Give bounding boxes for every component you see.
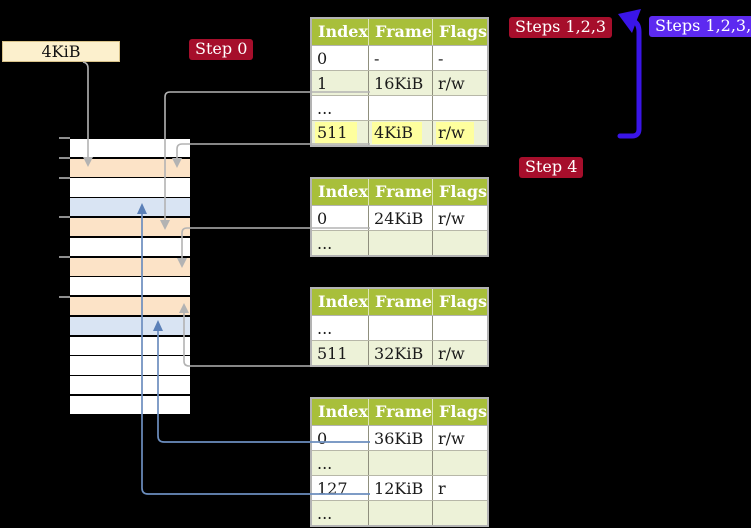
table-cell: -: [432, 45, 489, 71]
table-cell: ...: [311, 95, 370, 121]
table-cell: 0: [311, 425, 370, 451]
memory-offset-tick: [59, 176, 70, 179]
memory-frame-peach: [70, 297, 190, 316]
column-header: Frame: [368, 398, 434, 426]
table-cell: 24KiB: [368, 205, 434, 231]
memory-frame-peach: [70, 158, 190, 177]
table-cell: 511: [311, 120, 370, 147]
column-header: Flags: [432, 398, 489, 426]
table-row: ...: [311, 230, 489, 257]
table-cell: [368, 95, 434, 121]
column-header: Flags: [432, 18, 489, 46]
highlighted-value: r/w: [436, 122, 474, 144]
steps-loop-arrow-icon: [617, 9, 642, 139]
memory-frame-white: [70, 356, 190, 375]
memory-offset-tick: [59, 137, 70, 140]
table-row: ...: [311, 95, 489, 121]
table-row: 0--: [311, 45, 489, 71]
step4-badge: Step 4: [519, 157, 584, 178]
table-cell: [432, 95, 489, 121]
frame-size-label: 4KiB: [2, 41, 120, 62]
column-header: Frame: [368, 288, 434, 316]
step0-badge: Step 0: [189, 39, 254, 60]
highlighted-value: 511: [315, 122, 357, 144]
table-cell: 127: [311, 475, 370, 501]
table-cell: 511: [311, 340, 370, 367]
steps1234-badge: Steps 1,2,3,4: [649, 16, 751, 37]
memory-offset-tick: [59, 295, 70, 298]
physical-memory-stack: [70, 138, 190, 415]
table-cell: 0: [311, 205, 370, 231]
table-cell: r: [432, 475, 489, 501]
table-cell: [432, 230, 489, 257]
memory-offset-tick: [59, 256, 70, 258]
steps123-badge: Steps 1,2,3: [509, 17, 613, 38]
table-cell: r/w: [432, 120, 489, 147]
memory-frame-peach: [70, 257, 190, 276]
table-cell: 4KiB: [368, 120, 434, 147]
connector-table1-entry511-icon: [172, 143, 370, 168]
table-cell: -: [368, 45, 434, 71]
memory-offset-tick: [59, 157, 70, 159]
column-header: Index: [311, 18, 370, 46]
table-cell: r/w: [432, 205, 489, 231]
table-cell: ...: [311, 230, 370, 257]
table-row: ...: [311, 450, 489, 476]
table-cell: [368, 230, 434, 257]
table-cell: [368, 315, 434, 341]
memory-frame-peach: [70, 217, 190, 237]
table-cell: 1: [311, 70, 370, 96]
table-cell: 0: [311, 45, 370, 71]
memory-frame-white: [70, 277, 190, 296]
column-header: Flags: [432, 178, 489, 206]
table-cell: 32KiB: [368, 340, 434, 367]
table-cell: 36KiB: [368, 425, 434, 451]
memory-frame-white: [70, 376, 190, 395]
memory-offset-tick: [59, 216, 70, 219]
memory-frame-white: [70, 138, 190, 157]
table-cell: [368, 500, 434, 527]
column-header: Index: [311, 288, 370, 316]
memory-frame-blue: [70, 316, 190, 336]
table-cell: 12KiB: [368, 475, 434, 501]
memory-frame-white: [70, 237, 190, 256]
table-cell: ...: [311, 500, 370, 527]
table-row: ...: [311, 315, 489, 341]
table-cell: r/w: [432, 340, 489, 367]
column-header: Index: [311, 398, 370, 426]
table-cell: 16KiB: [368, 70, 434, 96]
table-row: ...: [311, 500, 489, 527]
memory-frame-white: [70, 336, 190, 355]
table-cell: r/w: [432, 70, 489, 96]
column-header: Index: [311, 178, 370, 206]
table-cell: r/w: [432, 425, 489, 451]
memory-frame-blue: [70, 198, 190, 217]
column-header: Frame: [368, 178, 434, 206]
column-header: Frame: [368, 18, 434, 46]
table-cell: [432, 500, 489, 527]
column-header: Flags: [432, 288, 489, 316]
table-cell: [368, 450, 434, 476]
table-cell: ...: [311, 315, 370, 341]
memory-frame-white: [70, 178, 190, 197]
table-row: 511 4KiB r/w: [311, 120, 489, 147]
table-cell: ...: [311, 450, 370, 476]
table-cell: [432, 315, 489, 341]
memory-frame-white: [70, 396, 190, 415]
highlighted-value: 4KiB: [372, 122, 423, 144]
table-cell: [432, 450, 489, 476]
